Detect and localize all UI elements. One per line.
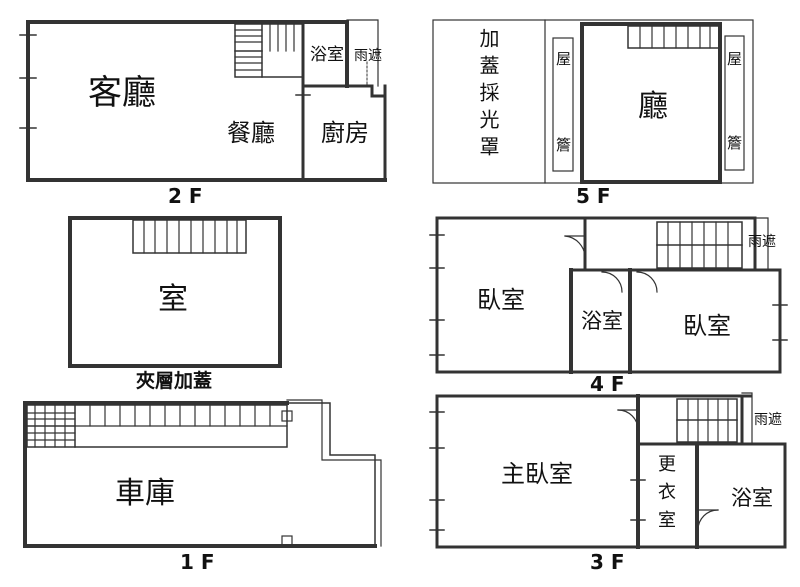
room-label-eave-right-top-5f: 屋 (727, 50, 743, 68)
room-label-closet-3f: 更衣室 (655, 454, 676, 538)
room-label-living-2f: 客廳 (88, 73, 156, 113)
floor-1f-walls (23, 399, 382, 548)
room-label-skylight-5f: 加蓋採光罩 (476, 28, 500, 163)
room-label-eave-left-bottom-5f: 簷 (556, 136, 572, 154)
room-label-bath-2f: 浴室 (310, 45, 344, 65)
room-label-hall-5f: 廳 (638, 89, 668, 124)
room-label-master-3f: 主臥室 (501, 460, 573, 488)
room-label-eave-right-bottom-5f: 簷 (727, 134, 743, 152)
floor-mezzanine-walls (68, 216, 282, 368)
floor-2f-walls (19, 19, 387, 182)
room-label-canopy-2f: 雨遮 (354, 48, 382, 64)
floor-label-3f: 3 F (590, 550, 625, 574)
room-label-garage-1f: 車庫 (115, 476, 175, 511)
floor-label-2f: 2 F (168, 184, 203, 208)
floor-3f-walls (429, 392, 787, 549)
room-label-kitchen-2f: 廚房 (321, 119, 369, 147)
room-label-bedroom-right-4f: 臥室 (683, 312, 731, 340)
floor-4f-walls (429, 216, 788, 374)
room-label-bedroom-left-4f: 臥室 (477, 286, 525, 314)
floor-label-mezzanine: 夾層加蓋 (136, 370, 213, 392)
room-label-room-mezzanine: 室 (158, 282, 188, 317)
room-label-eave-left-top-5f: 屋 (556, 50, 572, 68)
floor-5f-walls (432, 19, 754, 184)
room-label-canopy-3f: 雨遮 (754, 412, 782, 428)
floor-label-4f: 4 F (590, 372, 625, 396)
room-label-canopy-4f: 雨遮 (748, 234, 776, 250)
floor-label-1f: 1 F (180, 550, 215, 574)
room-label-bath-3f: 浴室 (731, 486, 773, 510)
floor-label-5f: 5 F (576, 184, 611, 208)
room-label-bath-4f: 浴室 (581, 309, 623, 333)
room-label-dining-2f: 餐廳 (227, 119, 275, 147)
